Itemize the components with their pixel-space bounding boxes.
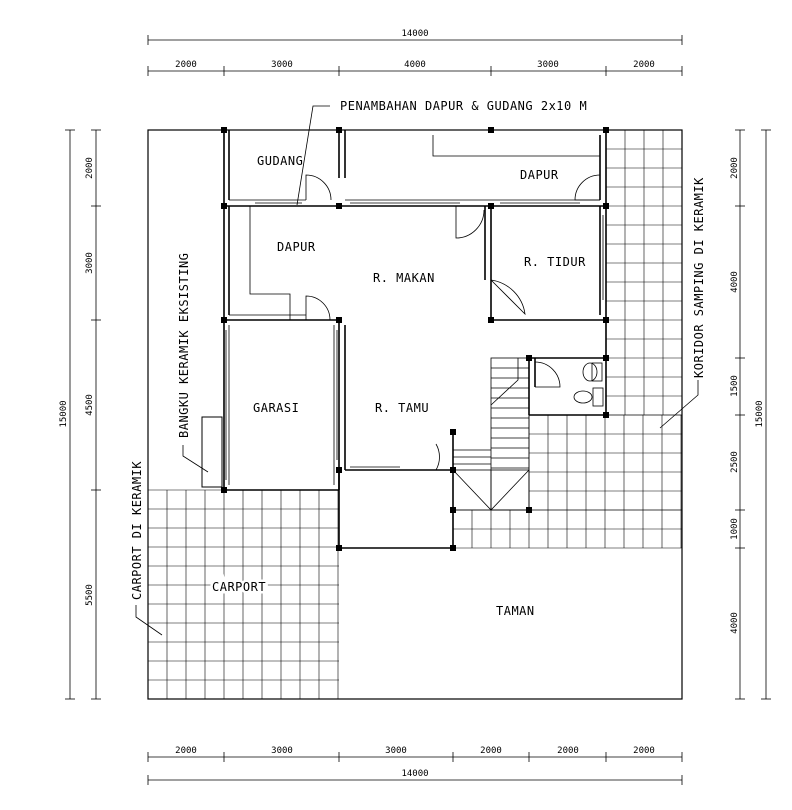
dim-bottom-seg: 3000 — [385, 746, 407, 756]
dim-top-seg: 3000 — [271, 60, 293, 70]
dim-top-total: 14000 — [401, 29, 428, 39]
dim-right-seg: 1500 — [730, 375, 740, 397]
annotation-penambahan: PENAMBAHAN DAPUR & GUDANG 2x10 M — [340, 99, 587, 113]
room-label-r-tamu: R. TAMU — [375, 401, 429, 415]
room-label-taman: TAMAN — [496, 604, 535, 618]
columns — [221, 127, 609, 551]
annotation-bangku: BANGKU KERAMIK EKSISTING — [177, 253, 191, 438]
dim-top-seg: 3000 — [537, 60, 559, 70]
room-label-r-tidur: R. TIDUR — [524, 255, 586, 269]
room-label-carport: CARPORT — [212, 580, 266, 594]
annotation-carport-keramik: CARPORT DI KERAMIK — [130, 461, 144, 600]
dimension-left: 15000 2000 3000 4500 5500 — [59, 129, 101, 700]
dim-bottom-total: 14000 — [401, 769, 428, 779]
room-label-gudang: GUDANG — [257, 154, 303, 168]
dim-right-seg: 4000 — [730, 271, 740, 293]
room-label-dapur: DAPUR — [277, 240, 316, 254]
dim-bottom-seg: 2000 — [557, 746, 579, 756]
dim-left-seg: 4500 — [85, 394, 95, 416]
windows — [225, 202, 604, 480]
dim-bottom-seg: 3000 — [271, 746, 293, 756]
site-boundary — [147, 129, 683, 700]
walls — [223, 130, 607, 549]
dimension-bottom: 2000 3000 3000 2000 2000 2000 14000 — [147, 746, 683, 785]
dimension-top: 14000 2000 3000 4000 3000 2000 — [147, 29, 683, 76]
room-label-r-makan: R. MAKAN — [373, 271, 435, 285]
dim-right-seg: 1000 — [730, 518, 740, 540]
dim-left-seg: 2000 — [85, 157, 95, 179]
staircase — [453, 358, 529, 469]
room-labels: GUDANG DAPUR DAPUR R. MAKAN R. TIDUR GAR… — [210, 154, 586, 618]
dim-top-seg: 2000 — [633, 60, 655, 70]
doors — [305, 174, 601, 471]
dim-right-seg: 4000 — [730, 612, 740, 634]
dim-left-total: 15000 — [59, 400, 69, 427]
dim-top-seg: 4000 — [404, 60, 426, 70]
ceramic-bench — [201, 416, 223, 488]
dim-bottom-seg: 2000 — [480, 746, 502, 756]
dim-top-seg: 2000 — [175, 60, 197, 70]
toilet-fixture — [573, 362, 604, 407]
dim-left-seg: 3000 — [85, 252, 95, 274]
room-label-dapur-top: DAPUR — [520, 168, 559, 182]
dim-left-seg: 5500 — [85, 584, 95, 606]
annotation-koridor: KORIDOR SAMPING DI KERAMIK — [692, 177, 706, 378]
room-label-garasi: GARASI — [253, 401, 299, 415]
dimension-right: 2000 4000 1500 2500 1000 4000 15000 — [730, 129, 771, 700]
annotations: PENAMBAHAN DAPUR & GUDANG 2x10 M BANGKU … — [130, 99, 706, 636]
dim-bottom-seg: 2000 — [633, 746, 655, 756]
dim-right-total: 15000 — [755, 400, 765, 427]
dim-bottom-seg: 2000 — [175, 746, 197, 756]
dim-right-seg: 2000 — [730, 157, 740, 179]
dim-right-seg: 2500 — [730, 451, 740, 473]
